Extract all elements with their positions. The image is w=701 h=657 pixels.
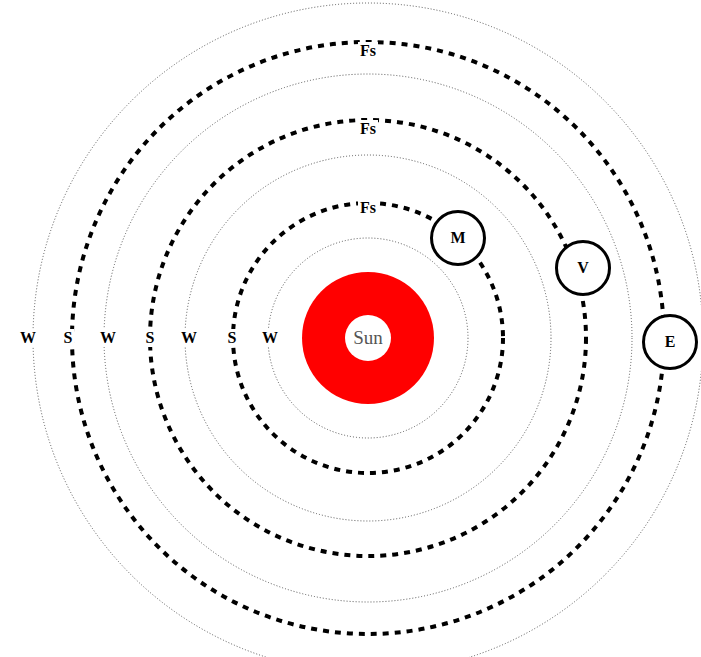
planet-circle: E <box>642 314 698 370</box>
season-label: S <box>226 329 239 347</box>
node-label: E <box>665 333 676 351</box>
season-label: W <box>179 329 199 347</box>
node-label: Sun <box>353 327 383 349</box>
thin-orbit <box>104 74 632 602</box>
dashed-orbit <box>72 42 664 634</box>
sun-ring <box>302 272 434 404</box>
planet-circle: V <box>555 240 611 296</box>
force-label: Fs <box>358 199 378 217</box>
dashed-orbit <box>233 203 503 473</box>
node-label: V <box>577 259 589 277</box>
season-label: W <box>18 329 38 347</box>
sun-ring: Sun <box>302 272 434 404</box>
season-label: W <box>98 329 118 347</box>
thin-orbit <box>185 155 551 521</box>
season-label: S <box>62 329 75 347</box>
season-label: S <box>144 329 157 347</box>
season-label: W <box>260 329 280 347</box>
force-label: Fs <box>358 120 378 138</box>
thin-orbit <box>33 3 701 657</box>
sun-core <box>345 315 391 361</box>
thin-orbit <box>268 238 468 438</box>
planet-circle: M <box>430 210 486 266</box>
node-label: M <box>450 229 465 247</box>
force-label: Fs <box>358 42 378 60</box>
dashed-orbit <box>150 120 586 556</box>
